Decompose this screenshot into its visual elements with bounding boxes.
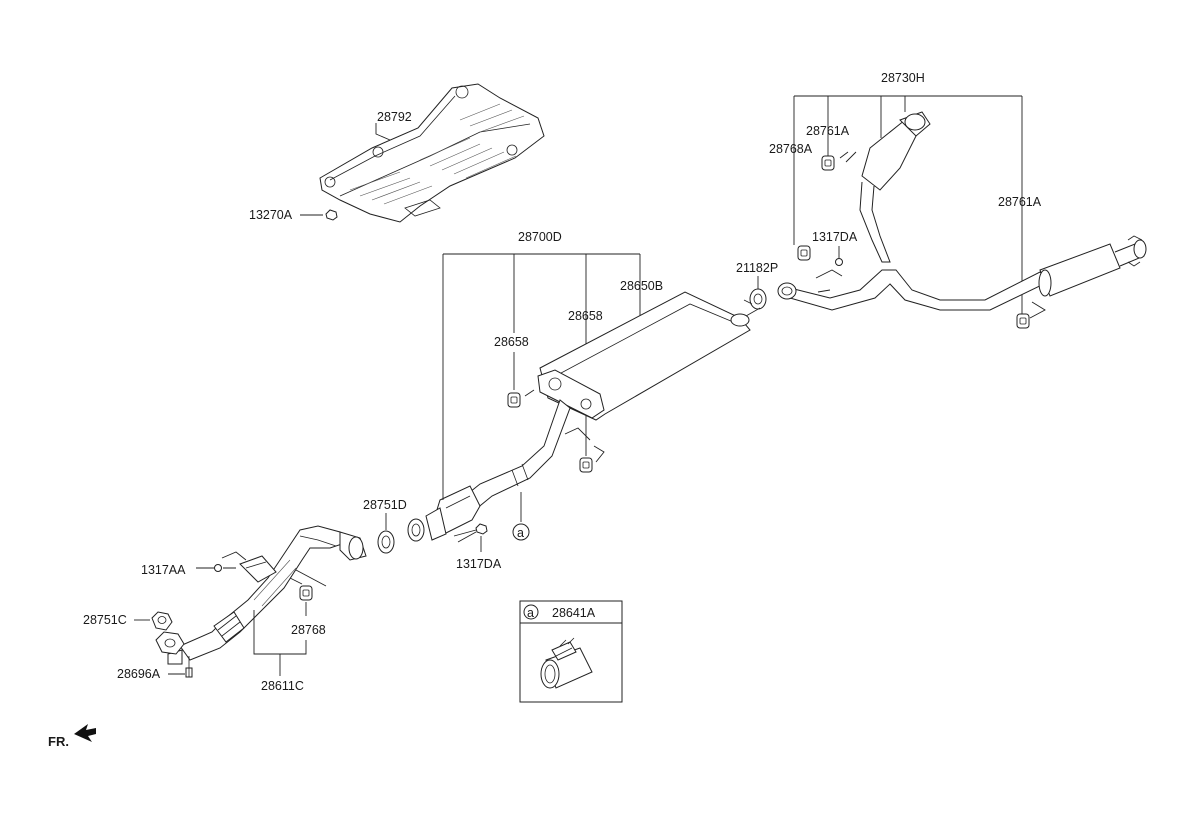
label-28768a: 28768A (769, 142, 813, 156)
label-28730h: 28730H (881, 71, 925, 85)
center-muffler-28650b[interactable] (407, 291, 761, 542)
label-28751d: 28751D (363, 498, 407, 512)
label-28768: 28768 (291, 623, 326, 637)
nut-1317da-bottom[interactable] (475, 523, 488, 535)
rear-muffler-assembly[interactable] (777, 111, 1147, 311)
gasket-28751d[interactable] (377, 530, 395, 554)
label-28751c: 28751C (83, 613, 127, 627)
callout-a[interactable]: a (512, 523, 530, 541)
callout-a-letter: a (517, 526, 524, 540)
front-pipe-28611c[interactable] (167, 525, 367, 665)
nut-1317aa[interactable] (214, 564, 222, 572)
front-direction-label: FR. (48, 734, 69, 749)
inset-ref-letter: a (527, 606, 534, 620)
label-28761a-top: 28761A (806, 124, 850, 138)
nut-13270a[interactable] (325, 209, 338, 221)
label-21182p: 21182P (736, 261, 778, 275)
inset-box-clamp[interactable]: a 28641A (519, 600, 623, 703)
label-28696a: 28696A (117, 667, 161, 681)
label-28650b: 28650B (620, 279, 663, 293)
label-28761a-right: 28761A (998, 195, 1042, 209)
label-28611c: 28611C (261, 679, 304, 693)
hanger-28658-mid[interactable] (579, 457, 593, 473)
hanger-28761a-left[interactable] (797, 245, 811, 261)
hanger-28768[interactable] (299, 585, 313, 601)
flange-front[interactable] (155, 631, 185, 655)
bolt-28696a[interactable] (185, 656, 193, 678)
heat-shield-part[interactable] (319, 83, 545, 223)
label-28658-left: 28658 (494, 335, 529, 349)
gasket-28751c[interactable] (151, 611, 173, 631)
hanger-28761a-right[interactable] (1016, 313, 1030, 329)
label-13270a: 13270A (249, 208, 293, 222)
label-1317da-bottom: 1317DA (456, 557, 502, 571)
clamp-28641a (540, 637, 593, 689)
label-28641a: 28641A (552, 606, 596, 620)
front-arrow-icon (74, 724, 96, 742)
label-1317aa: 1317AA (141, 563, 186, 577)
gasket-21182p[interactable] (749, 288, 767, 310)
label-28700d: 28700D (518, 230, 562, 244)
label-28658-mid: 28658 (568, 309, 603, 323)
hanger-28658-left[interactable] (507, 392, 521, 408)
nut-1317da-top[interactable] (835, 258, 843, 266)
label-1317da-top: 1317DA (812, 230, 858, 244)
hanger-28768a[interactable] (821, 155, 835, 171)
label-28792: 28792 (377, 110, 412, 124)
